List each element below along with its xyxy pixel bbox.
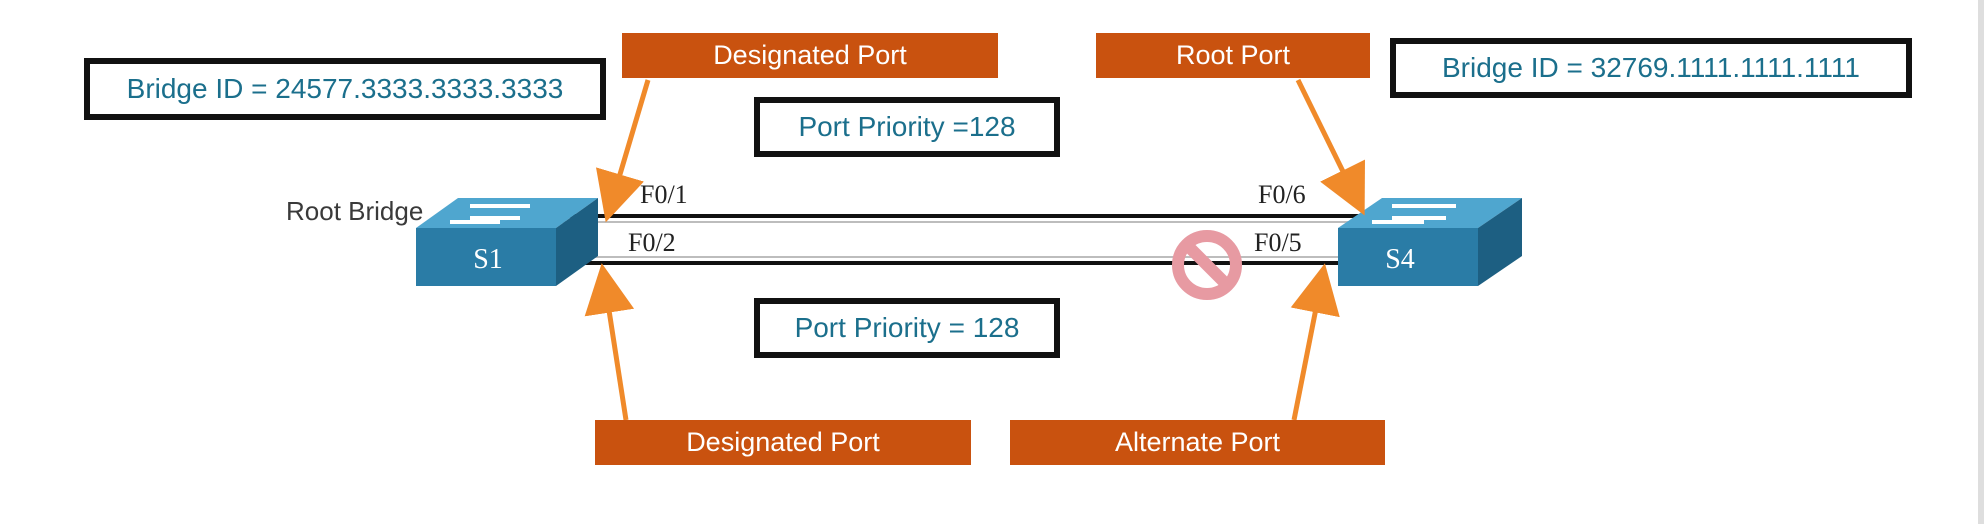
s1-upper-port-role: Designated Port <box>622 33 998 78</box>
s1-bridge-id-box: Bridge ID = 24577.3333.3333.3333 <box>84 58 606 120</box>
blocked-icon <box>1172 230 1242 300</box>
lower-link-priority-box: Port Priority = 128 <box>754 298 1060 358</box>
switch-s1: S1 <box>416 198 598 286</box>
s1-port-f0-2: F0/2 <box>628 228 676 257</box>
switch-s1-name: S1 <box>473 244 503 275</box>
link-lower <box>560 256 1380 265</box>
upper-link-priority-box: Port Priority =128 <box>754 97 1060 157</box>
arrow-s4-lower <box>1290 263 1340 421</box>
s4-port-f0-6: F0/6 <box>1258 180 1306 209</box>
s4-upper-port-role: Root Port <box>1096 33 1370 78</box>
arrow-s1-lower <box>584 263 635 421</box>
root-bridge-label: Root Bridge <box>286 196 424 226</box>
switch-s4: S4 <box>1338 198 1522 286</box>
switch-s4-name: S4 <box>1385 244 1415 275</box>
s4-port-f0-5: F0/5 <box>1254 228 1302 257</box>
arrow-s4-upper <box>1295 78 1365 216</box>
link-upper <box>470 214 1380 223</box>
s4-lower-port-role: Alternate Port <box>1010 420 1385 465</box>
page-edge <box>1978 0 1984 524</box>
arrow-s1-upper <box>595 79 651 223</box>
s1-port-f0-1: F0/1 <box>640 180 688 209</box>
s4-bridge-id-box: Bridge ID = 32769.1111.1111.1111 <box>1390 38 1912 98</box>
s1-lower-port-role: Designated Port <box>595 420 971 465</box>
